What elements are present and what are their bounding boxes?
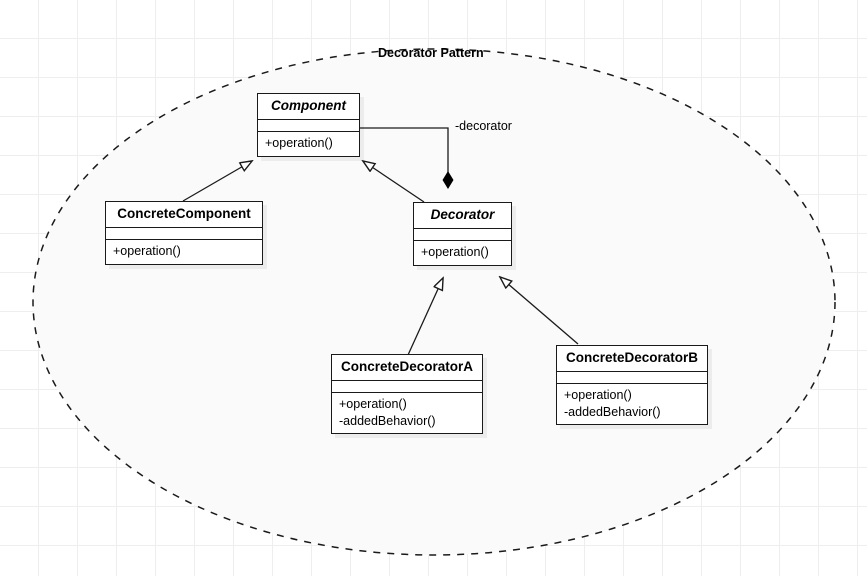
uml-attributes-compartment-concretedecoratora (332, 381, 482, 394)
uml-operations-decorator: +operation() (421, 245, 489, 260)
generalization-concretedecoratorb-to-decorator (500, 277, 579, 345)
uml-class-name-concretecomponent: ConcreteComponent (106, 202, 262, 229)
uml-class-name-component: Component (258, 94, 359, 121)
uml-class-name-decorator: Decorator (414, 203, 511, 230)
uml-class-concretecomponent[interactable]: ConcreteComponent +operation() (105, 201, 263, 265)
generalization-decorator-to-component (363, 161, 425, 203)
generalization-concretedecoratora-to-decorator (407, 278, 443, 356)
diagram-title: Decorator Pattern (378, 46, 484, 60)
association-role-label-decorator: -decorator (455, 119, 512, 133)
uml-class-concretedecoratorb[interactable]: ConcreteDecoratorB +operation()-addedBeh… (556, 345, 708, 426)
uml-attributes-compartment-decorator (414, 229, 511, 242)
uml-attributes-compartment-component (258, 120, 359, 133)
composition-component-to-decorator (359, 127, 448, 188)
uml-attributes-compartment-concretedecoratorb (557, 372, 707, 385)
uml-operations-concretedecoratora: +operation()-addedBehavior() (332, 393, 482, 433)
uml-operations-component: +operation() (265, 136, 333, 151)
uml-attributes-compartment-concretecomponent (106, 228, 262, 241)
uml-class-concretedecoratora[interactable]: ConcreteDecoratorA +operation()-addedBeh… (331, 354, 483, 435)
uml-class-name-concretedecoratorb: ConcreteDecoratorB (557, 346, 707, 373)
uml-operation-item: +operation() (339, 397, 407, 412)
pattern-boundary-ellipse (32, 48, 836, 556)
uml-operation-item: -addedBehavior() (339, 413, 436, 428)
uml-class-component[interactable]: Component +operation() (257, 93, 360, 157)
uml-operations-concretecomponent: +operation() (113, 244, 181, 259)
uml-class-decorator[interactable]: Decorator +operation() (413, 202, 512, 266)
generalization-concretecomponent-to-component (182, 161, 252, 202)
uml-operation-item: +operation() (564, 388, 632, 403)
uml-operation-item: -addedBehavior() (564, 404, 661, 419)
uml-operations-concretedecoratorb: +operation()-addedBehavior() (557, 384, 707, 424)
uml-class-name-concretedecoratora: ConcreteDecoratorA (332, 355, 482, 382)
